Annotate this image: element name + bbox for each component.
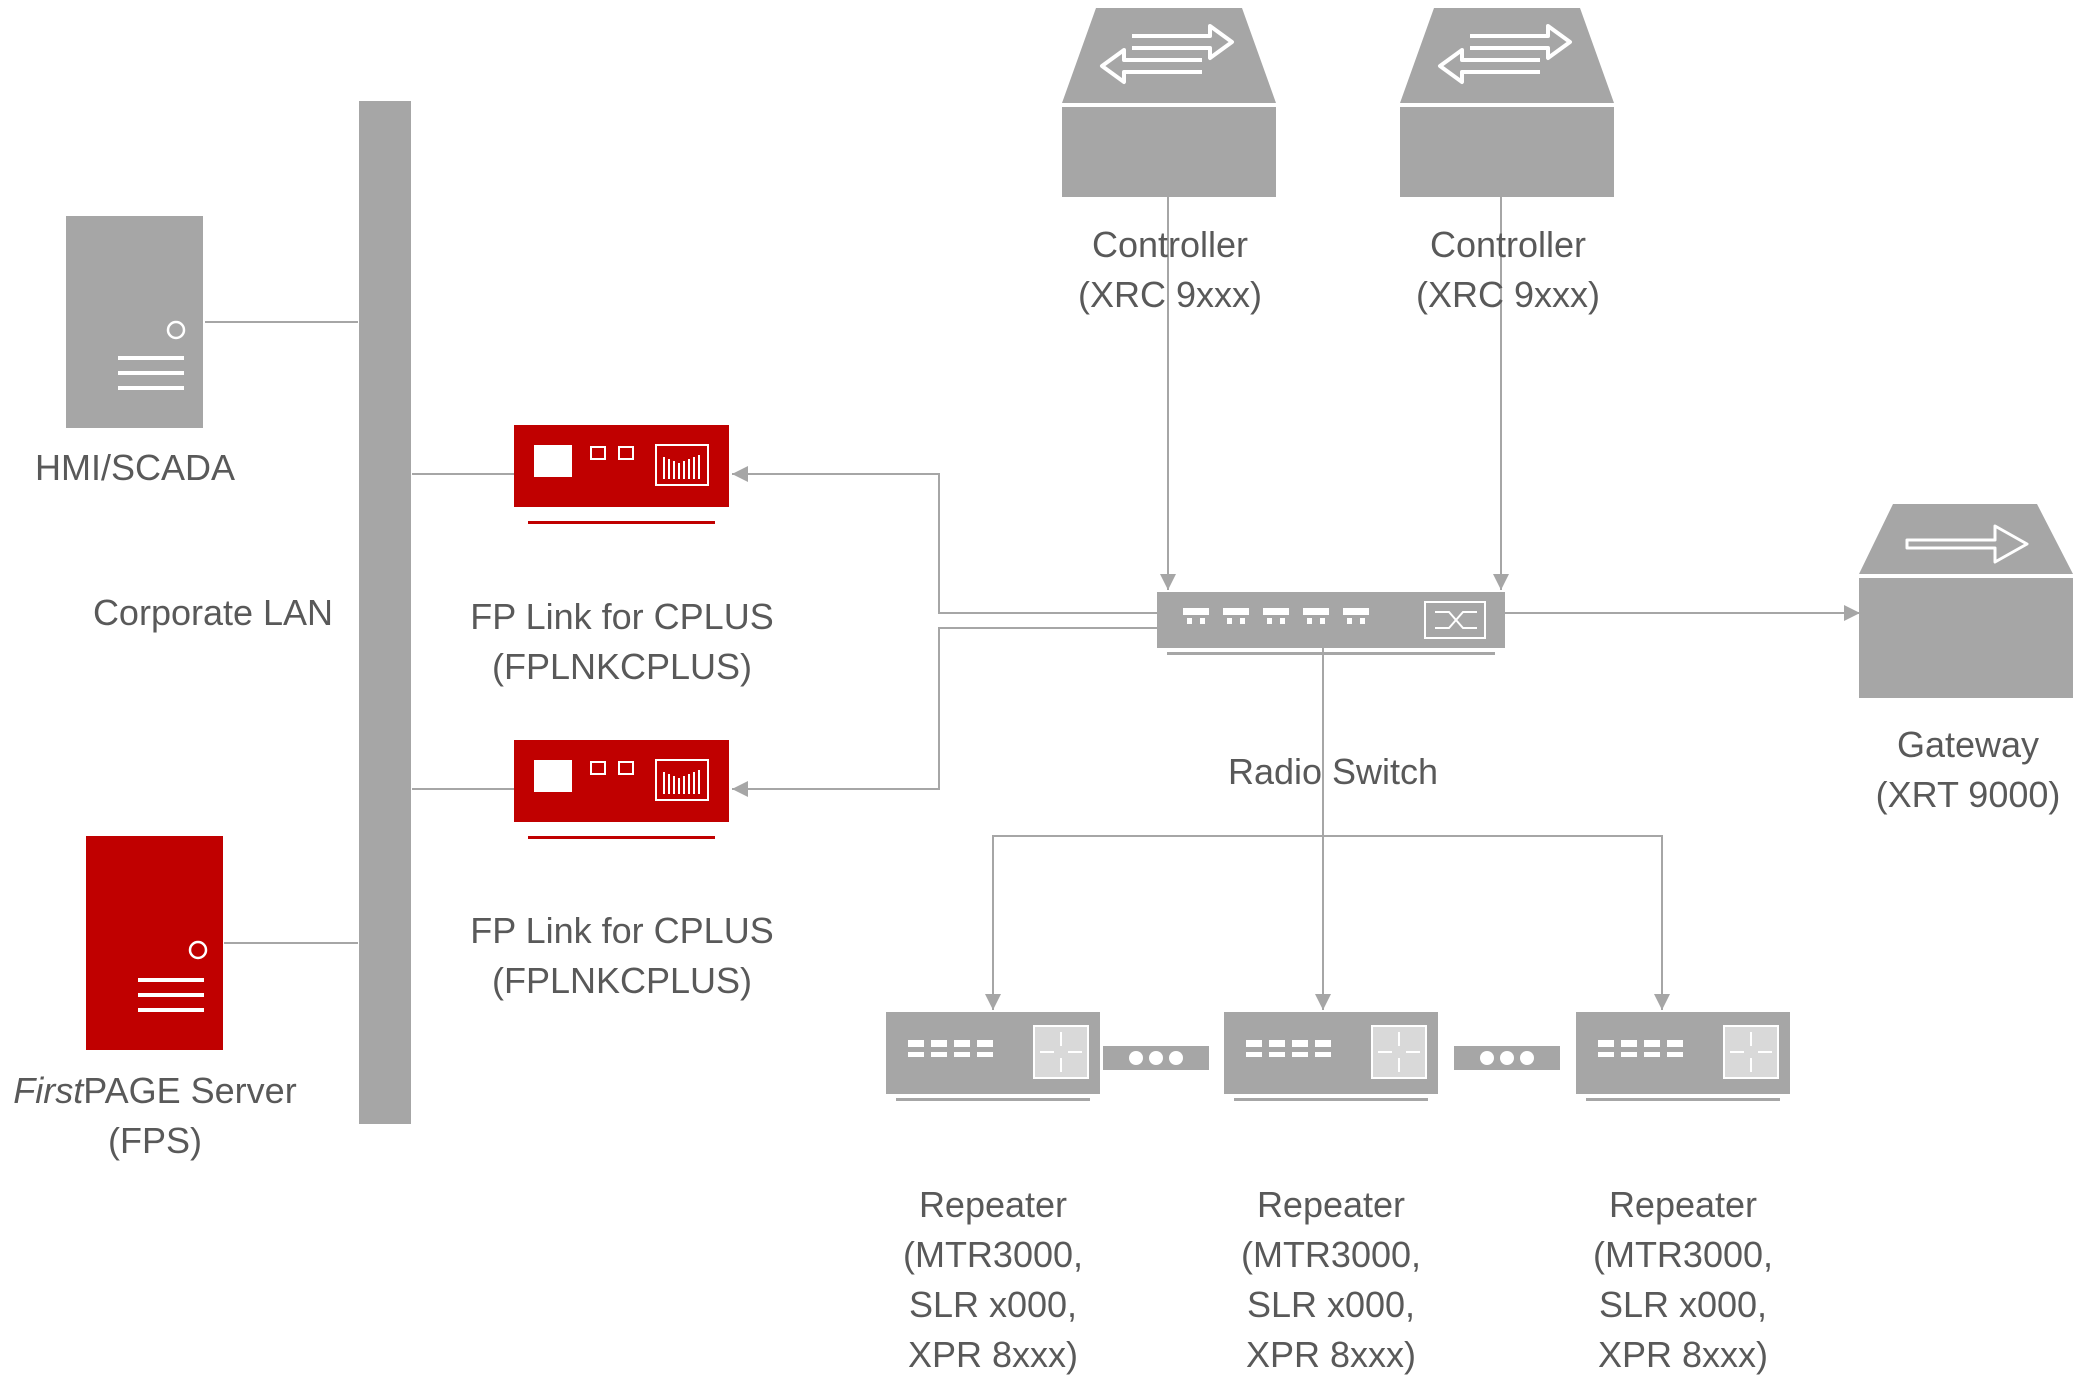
fps-label: FirstPAGE Server (FPS) bbox=[0, 1066, 310, 1166]
controller-1-label: Controller (XRC 9xxx) bbox=[1040, 220, 1300, 320]
repeater-label-line2: (MTR3000, bbox=[1240, 1234, 1422, 1275]
fplink-1-label-line2: (FPLNKCPLUS) bbox=[491, 646, 753, 687]
hmi-label: HMI/SCADA bbox=[20, 443, 250, 493]
network-appliance-icon bbox=[514, 425, 729, 524]
radio-switch-label-text: Radio Switch bbox=[1227, 751, 1439, 792]
repeater-bus bbox=[992, 835, 1670, 1010]
router-icon bbox=[1062, 8, 1276, 197]
corporate-lan-bar bbox=[359, 101, 411, 1124]
repeater-label-line2: (MTR3000, bbox=[1592, 1234, 1774, 1275]
repeater-label-line3: SLR x000, bbox=[1598, 1284, 1768, 1325]
controller-1-label-line1: Controller bbox=[1091, 224, 1249, 265]
repeater-label-line4: XPR 8xxx) bbox=[1597, 1334, 1769, 1375]
repeater-label-line1: Repeater bbox=[918, 1184, 1068, 1225]
router-icon bbox=[1400, 8, 1614, 197]
ellipsis-link-icon bbox=[1103, 1046, 1209, 1070]
gateway-label-line1: Gateway bbox=[1896, 724, 2040, 765]
controller-2-label-line1: Controller bbox=[1429, 224, 1587, 265]
fplink-2-label-line1: FP Link for CPLUS bbox=[470, 910, 774, 951]
fplink-2-label: FP Link for CPLUS (FPLNKCPLUS) bbox=[462, 906, 782, 1006]
repeater-1-label: Repeater (MTR3000, SLR x000, XPR 8xxx) bbox=[873, 1180, 1113, 1380]
connections bbox=[205, 190, 1860, 1010]
fps-label-line2: (FPS) bbox=[108, 1120, 202, 1161]
controller-1-label-line2: (XRC 9xxx) bbox=[1077, 274, 1262, 315]
hmi-label-text: HMI/SCADA bbox=[34, 447, 236, 488]
corporate-lan-label: Corporate LAN bbox=[78, 588, 348, 638]
controller-2-label: Controller (XRC 9xxx) bbox=[1378, 220, 1638, 320]
repeater-icon bbox=[1576, 1012, 1790, 1101]
repeater-label-line3: SLR x000, bbox=[1246, 1284, 1416, 1325]
fps-label-rest: PAGE Server bbox=[83, 1070, 297, 1111]
link-switch-fplink2 bbox=[732, 627, 1158, 797]
server-icon bbox=[86, 836, 223, 1050]
repeater-2-label: Repeater (MTR3000, SLR x000, XPR 8xxx) bbox=[1211, 1180, 1451, 1380]
fplink-1-label: FP Link for CPLUS (FPLNKCPLUS) bbox=[462, 592, 782, 692]
repeater-3-label: Repeater (MTR3000, SLR x000, XPR 8xxx) bbox=[1563, 1180, 1803, 1380]
corporate-lan-label-text: Corporate LAN bbox=[92, 592, 334, 633]
gateway-label: Gateway (XRT 9000) bbox=[1850, 720, 2074, 820]
repeater-label-line4: XPR 8xxx) bbox=[1245, 1334, 1417, 1375]
repeater-icon bbox=[886, 1012, 1100, 1101]
ellipsis-link-icon bbox=[1454, 1046, 1560, 1070]
fps-label-italic: First bbox=[13, 1070, 84, 1111]
repeater-label-line2: (MTR3000, bbox=[902, 1234, 1084, 1275]
network-appliance-icon bbox=[514, 740, 729, 839]
gateway-label-line2: (XRT 9000) bbox=[1875, 774, 2061, 815]
repeater-label-line1: Repeater bbox=[1256, 1184, 1406, 1225]
repeater-label-line3: SLR x000, bbox=[908, 1284, 1078, 1325]
link-switch-fplink1 bbox=[732, 466, 1158, 614]
repeater-label-line4: XPR 8xxx) bbox=[907, 1334, 1079, 1375]
fps-label-line1: FirstPAGE Server bbox=[0, 1066, 310, 1116]
radio-switch-label: Radio Switch bbox=[1188, 747, 1478, 797]
repeater-icon bbox=[1224, 1012, 1438, 1101]
gateway-icon bbox=[1859, 504, 2073, 698]
switch-icon bbox=[1157, 592, 1505, 655]
server-icon bbox=[66, 216, 203, 428]
repeater-label-line1: Repeater bbox=[1608, 1184, 1758, 1225]
fplink-2-label-line2: (FPLNKCPLUS) bbox=[491, 960, 753, 1001]
fplink-1-label-line1: FP Link for CPLUS bbox=[470, 596, 774, 637]
controller-2-label-line2: (XRC 9xxx) bbox=[1415, 274, 1600, 315]
